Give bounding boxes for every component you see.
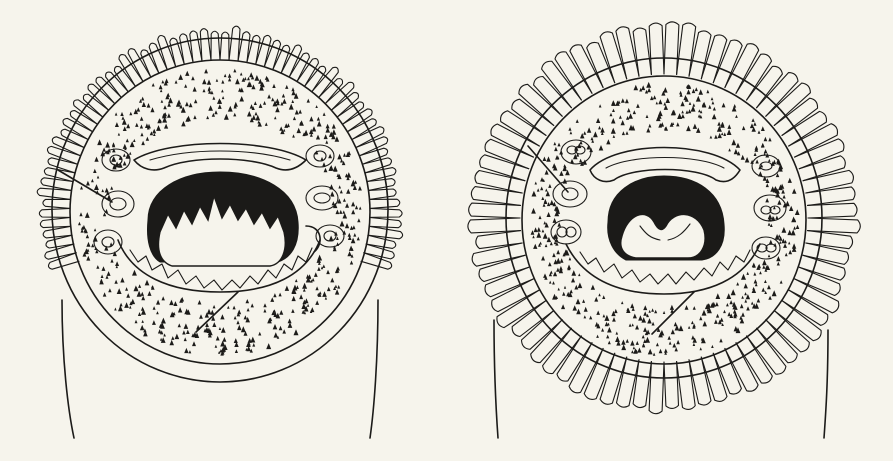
oral-disc-illustration (0, 0, 893, 461)
illustration-canvas (0, 0, 893, 461)
